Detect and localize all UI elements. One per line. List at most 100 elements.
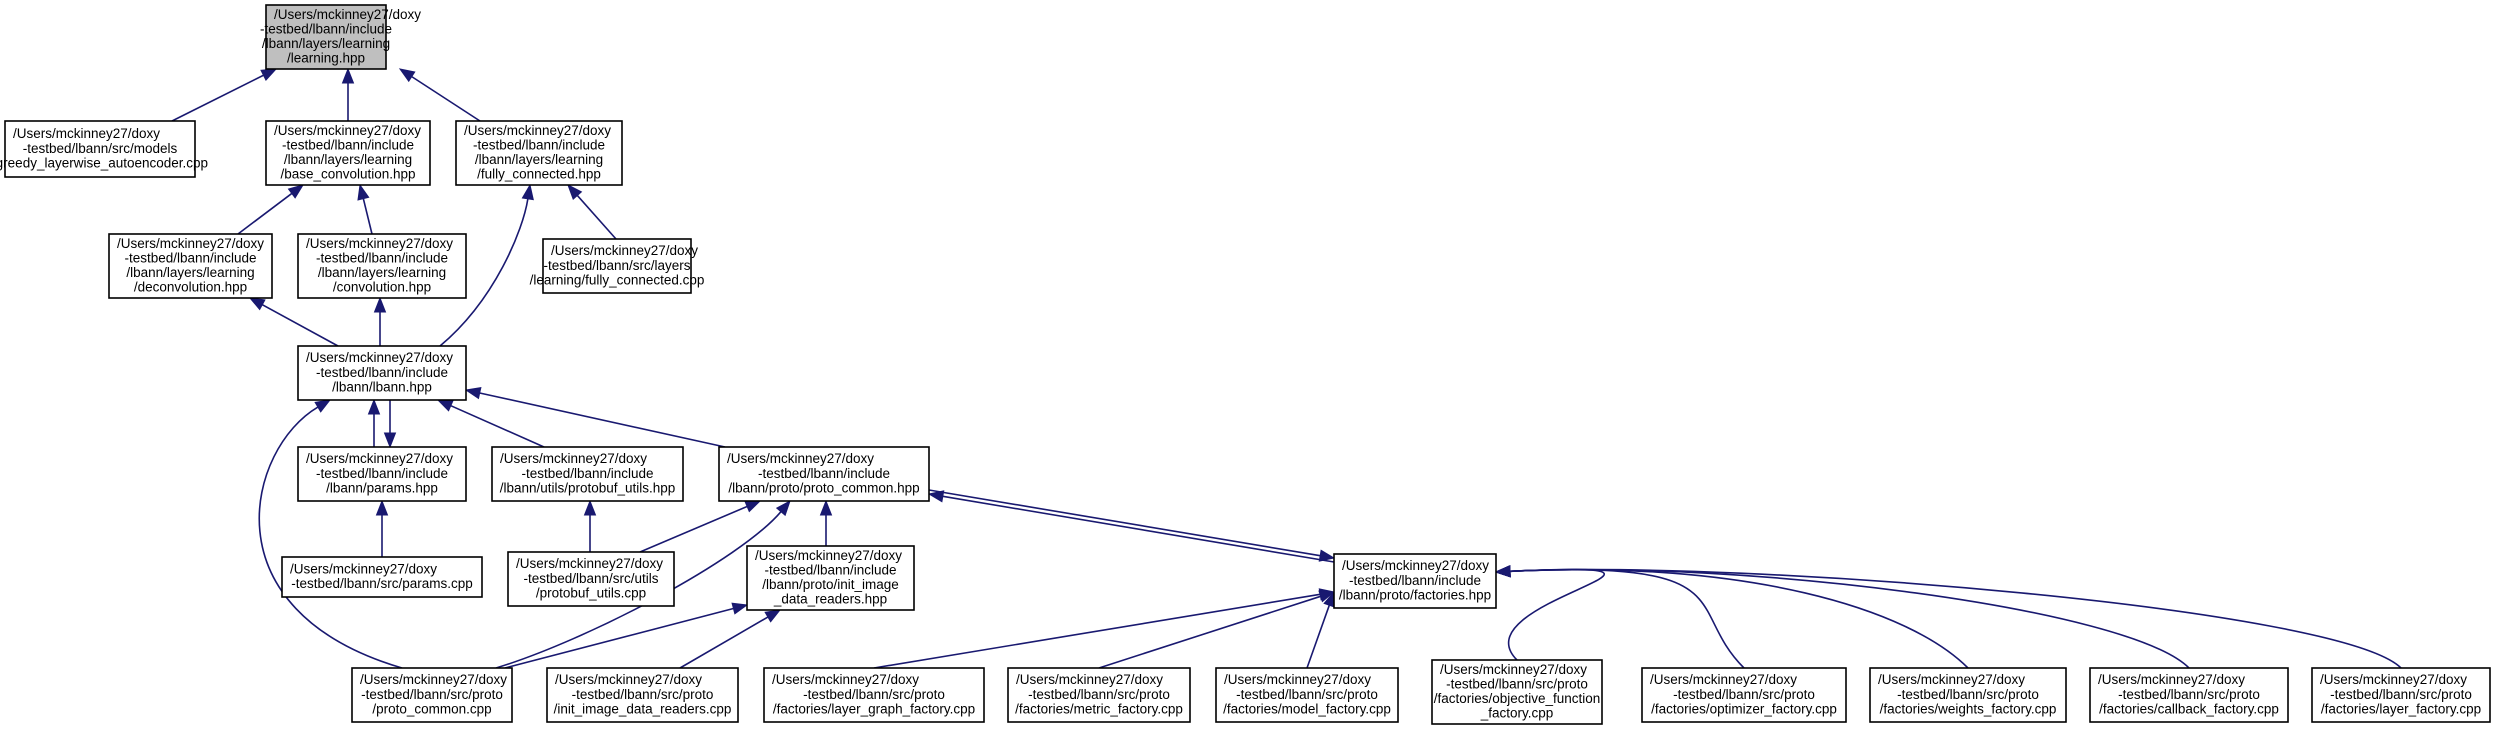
arrowhead: [398, 68, 416, 83]
node-box: [763, 667, 985, 723]
node-label-line: /lbann/layers/learning: [262, 36, 390, 51]
node-label-line: -testbed/lbann/include: [473, 138, 605, 153]
edge-deconv-hpp-to-base-conv-hpp: [237, 184, 305, 235]
node-params-cpp[interactable]: /Users/mckinney27/doxy-testbed/lbann/src…: [281, 556, 483, 598]
node-label-line: -testbed/lbann/include: [521, 466, 653, 481]
node-label-line: -testbed/lbann/include: [764, 563, 896, 578]
node-label-line: /lbann/layers/learning: [318, 265, 446, 280]
node-layer-cpp[interactable]: /Users/mckinney27/doxy-testbed/lbann/src…: [2311, 667, 2491, 723]
node-label-line: /Users/mckinney27/doxy: [306, 350, 453, 365]
node-learning-hpp[interactable]: /Users/mckinney27/doxy-testbed/lbann/inc…: [260, 4, 421, 70]
node-label-line: /Users/mckinney27/doxy: [306, 451, 453, 466]
node-label-line: /Users/mckinney27/doxy: [2098, 672, 2245, 687]
node-optimizer-cpp[interactable]: /Users/mckinney27/doxy-testbed/lbann/src…: [1641, 667, 1847, 723]
arrowhead: [744, 500, 762, 513]
node-box: [297, 233, 467, 299]
node-label-line: /Users/mckinney27/doxy: [1440, 662, 1587, 677]
arrowhead: [287, 184, 305, 199]
arrowhead: [260, 68, 278, 82]
node-weights-cpp[interactable]: /Users/mckinney27/doxy-testbed/lbann/src…: [1869, 667, 2067, 723]
node-factories-hpp[interactable]: /Users/mckinney27/doxy-testbed/lbann/inc…: [1333, 553, 1497, 609]
edge-line: [1306, 604, 1331, 669]
arrowhead: [383, 432, 397, 449]
node-box: [2311, 667, 2491, 723]
node-protobuf-utils-cpp[interactable]: /Users/mckinney27/doxy-testbed/lbann/src…: [507, 551, 675, 607]
node-fully-cpp[interactable]: /Users/mckinney27/doxy-testbed/lbann/src…: [530, 238, 705, 294]
node-label-line: /Users/mckinney27/doxy: [2320, 672, 2467, 687]
node-box: [546, 667, 739, 723]
node-protobuf-utils-hpp[interactable]: /Users/mckinney27/doxy-testbed/lbann/inc…: [491, 446, 684, 502]
node-label-line: -testbed/lbann/src/models: [23, 141, 178, 156]
node-label-line: /lbann/proto/factories.hpp: [1339, 587, 1491, 602]
node-label-line: /proto_common.cpp: [372, 701, 491, 716]
node-metric-cpp[interactable]: /Users/mckinney27/doxy-testbed/lbann/src…: [1007, 667, 1191, 723]
node-label-line: /lbann/lbann.hpp: [332, 379, 432, 394]
node-label-line: /Users/mckinney27/doxy: [555, 672, 702, 687]
edge-line: [576, 194, 617, 240]
edge-proto-common-cpp-to-lbann-hpp: [258, 399, 403, 669]
node-lbann-hpp[interactable]: /Users/mckinney27/doxy-testbed/lbann/inc…: [297, 345, 467, 401]
node-label-line: /lbann/proto/proto_common.hpp: [728, 480, 919, 495]
node-params-hpp[interactable]: /Users/mckinney27/doxy-testbed/lbann/inc…: [297, 446, 467, 502]
arrowhead: [1318, 590, 1336, 603]
edge-lbann-hpp-to-fully-hpp: [439, 183, 534, 347]
edge-line: [439, 198, 529, 347]
edge-proto-common-cpp-to-init-image-hpp: [504, 602, 749, 669]
node-label-line: /Users/mckinney27/doxy: [1224, 672, 1371, 687]
node-label-line: -testbed/lbann/include: [282, 138, 414, 153]
node-label-line: -testbed/lbann/src/proto: [1897, 687, 2039, 702]
edge-line: [237, 192, 293, 235]
node-label-line: -testbed/lbann/include: [316, 365, 448, 380]
node-label-line: /Users/mckinney27/doxy: [1342, 558, 1489, 573]
node-label-line: -testbed/lbann/include: [124, 251, 256, 266]
node-callback-cpp[interactable]: /Users/mckinney27/doxy-testbed/lbann/src…: [2089, 667, 2289, 723]
node-label-line: /Users/mckinney27/doxy: [13, 126, 160, 141]
edge-line: [928, 489, 1321, 557]
node-box: [4, 120, 196, 178]
node-label-line: /Users/mckinney27/doxy: [274, 7, 421, 22]
node-label-line: /lbann/layers/learning: [475, 152, 603, 167]
node-greedy-cpp[interactable]: /Users/mckinney27/doxy-testbed/lbann/src…: [0, 120, 208, 178]
edge-line: [1508, 568, 1605, 661]
node-label-line: /factories/optimizer_factory.cpp: [1651, 701, 1837, 716]
node-label-line: -testbed/lbann/src/proto: [803, 687, 945, 702]
node-box: [1431, 659, 1603, 725]
edge-optimizer-cpp-to-factories-hpp: [1494, 565, 1745, 669]
edge-proto-common-hpp-to-factories-hpp: [928, 489, 1336, 562]
node-box: [1215, 667, 1399, 723]
node-box: [2089, 667, 2289, 723]
edge-line: [504, 607, 734, 669]
node-proto-common-hpp[interactable]: /Users/mckinney27/doxy-testbed/lbann/inc…: [718, 446, 930, 502]
node-box: [542, 238, 692, 294]
node-proto-common-cpp[interactable]: /Users/mckinney27/doxy-testbed/lbann/src…: [351, 667, 513, 723]
edge-layer: [171, 67, 2402, 669]
node-init-image-hpp[interactable]: /Users/mckinney27/doxy-testbed/lbann/inc…: [746, 545, 915, 611]
node-fully-hpp[interactable]: /Users/mckinney27/doxy-testbed/lbann/inc…: [455, 120, 623, 186]
arrowhead: [357, 183, 370, 201]
edge-init-image-hpp-to-proto-common-hpp: [819, 499, 833, 546]
node-box: [1333, 553, 1497, 609]
node-layer-graph-cpp[interactable]: /Users/mckinney27/doxy-testbed/lbann/src…: [763, 667, 985, 723]
arrowhead: [375, 499, 389, 516]
edge-line: [1098, 595, 1321, 669]
node-box: [351, 667, 513, 723]
node-model-cpp[interactable]: /Users/mckinney27/doxy-testbed/lbann/src…: [1215, 667, 1399, 723]
arrowhead: [464, 387, 482, 400]
edge-protobuf-utils-cpp-to-proto-common-hpp: [639, 500, 762, 553]
node-label-line: /deconvolution.hpp: [134, 280, 247, 295]
edge-weights-cpp-to-factories-hpp: [1494, 565, 1969, 669]
node-init-image-cpp[interactable]: /Users/mckinney27/doxy-testbed/lbann/src…: [546, 667, 739, 723]
node-deconv-hpp[interactable]: /Users/mckinney27/doxy-testbed/lbann/inc…: [108, 233, 273, 299]
arrowhead: [367, 398, 381, 415]
arrowhead: [775, 499, 791, 517]
node-base-conv-hpp[interactable]: /Users/mckinney27/doxy-testbed/lbann/inc…: [265, 120, 431, 186]
edge-line: [1509, 568, 2402, 669]
node-box: [265, 120, 431, 186]
node-conv-hpp[interactable]: /Users/mckinney27/doxy-testbed/lbann/inc…: [297, 233, 467, 299]
edge-layer-graph-cpp-to-factories-hpp: [873, 588, 1336, 669]
edge-line: [258, 406, 403, 669]
edge-params-hpp-to-lbann-hpp: [367, 398, 381, 447]
edge-line: [479, 392, 726, 448]
node-objective-cpp[interactable]: /Users/mckinney27/doxy-testbed/lbann/src…: [1431, 659, 1603, 725]
